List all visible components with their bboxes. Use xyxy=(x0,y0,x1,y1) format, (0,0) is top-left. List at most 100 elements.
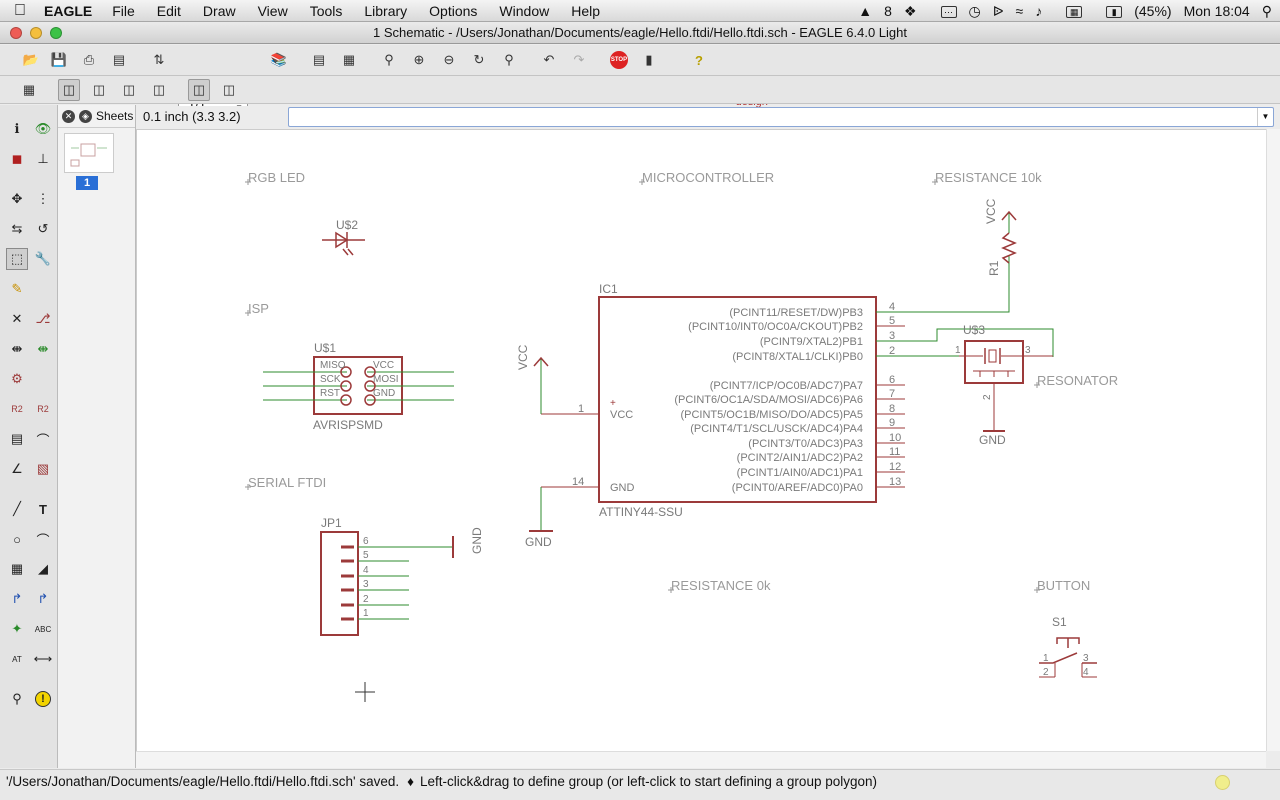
menu-tools[interactable]: Tools xyxy=(309,2,343,19)
rect-icon[interactable]: ▦ xyxy=(10,561,24,576)
arc-icon[interactable]: ⌒ xyxy=(36,532,50,548)
menu-app[interactable]: EAGLE xyxy=(44,2,93,19)
save-icon[interactable]: 💾 xyxy=(50,52,68,67)
rotate-icon[interactable]: ↺ xyxy=(37,221,49,236)
bus-icon[interactable]: ↱ xyxy=(11,591,23,606)
zoom-in-icon[interactable]: ⊕ xyxy=(413,52,425,67)
menu-draw[interactable]: Draw xyxy=(202,2,236,19)
ftdi-header-symbol[interactable]: JP1 GND 6 5 4 3 2 1 xyxy=(320,516,484,636)
clock[interactable]: Mon 18:04 xyxy=(1183,3,1250,19)
paste-icon[interactable]: ✎ xyxy=(11,281,23,296)
zoom-select-icon[interactable]: ⚲ xyxy=(504,52,514,67)
errors-icon[interactable]: ! xyxy=(32,688,54,710)
time-machine-icon[interactable]: ◷ xyxy=(968,2,981,19)
split-icon[interactable]: ∠ xyxy=(11,461,23,476)
cam-processor-icon[interactable]: ▤ xyxy=(112,52,126,67)
command-history-dropdown-icon[interactable]: ▼ xyxy=(1257,108,1273,126)
add-icon[interactable]: ⎇ xyxy=(35,311,51,326)
move-icon[interactable]: ✥ xyxy=(11,191,23,206)
print-icon[interactable]: ⎙ xyxy=(83,52,95,67)
sheet-number-badge[interactable]: 1 xyxy=(76,176,98,190)
layout-option-4-icon[interactable]: ◫ xyxy=(152,82,166,97)
open-icon[interactable]: 📂 xyxy=(22,52,40,67)
help-icon[interactable]: ? xyxy=(695,52,703,68)
polygon-icon[interactable]: ◢ xyxy=(38,561,48,576)
label-icon[interactable]: ABC xyxy=(34,624,52,634)
pinswap-icon[interactable]: ⇼ xyxy=(11,341,23,356)
bluetooth-icon[interactable]: ᐉ xyxy=(992,2,1004,19)
group-mode-2-icon[interactable]: ◫ xyxy=(222,82,236,97)
zoom-fit-icon[interactable]: ⚲ xyxy=(384,52,394,67)
run-ulp-icon[interactable]: ▦ xyxy=(342,52,356,67)
mirror-icon[interactable]: ⇆ xyxy=(11,221,23,236)
resonator-symbol[interactable]: U$3 1 3 2 GND xyxy=(955,323,1053,447)
ic-vcc-supply[interactable]: VCC xyxy=(516,344,549,414)
battery-icon[interactable]: ▮ xyxy=(1094,3,1123,19)
menu-window[interactable]: Window xyxy=(499,2,550,19)
dimension-icon[interactable]: ⟷ xyxy=(33,651,53,666)
use-library-icon[interactable]: 📚 xyxy=(270,52,288,67)
copy-icon[interactable]: ⋮ xyxy=(36,191,50,206)
redo-icon[interactable]: ↷ xyxy=(573,52,585,67)
command-input[interactable] xyxy=(289,108,1229,126)
grid-icon[interactable]: ▦ xyxy=(22,82,36,97)
keyboard-icon[interactable]: ⋯ xyxy=(929,3,957,19)
ic-gnd-supply[interactable]: GND xyxy=(525,487,553,549)
adobe-icon[interactable]: ▲ xyxy=(858,3,873,19)
run-script-icon[interactable]: ▤ xyxy=(312,52,326,67)
circle-icon[interactable]: ○ xyxy=(13,531,21,547)
show-eye-icon[interactable]: 👁 xyxy=(34,121,52,136)
led-symbol[interactable]: U$2 xyxy=(322,218,365,256)
net-icon[interactable]: ↱ xyxy=(37,591,49,606)
sheets-options-icon[interactable]: ◈ xyxy=(79,109,92,123)
mark-icon[interactable]: ⊥ xyxy=(37,151,49,166)
display-layers-icon[interactable]: ◼ xyxy=(11,151,23,166)
menu-help[interactable]: Help xyxy=(571,2,601,19)
dropbox-icon[interactable]: ❖ xyxy=(903,2,917,19)
isp-header-symbol[interactable]: MISO SCK RST VCC MOSI GND U$1 AVRISPSMD xyxy=(263,341,454,432)
smash-icon[interactable]: ▤ xyxy=(10,431,24,446)
apple-menu-icon[interactable]:  xyxy=(0,0,40,22)
go-icon[interactable]: ▮ xyxy=(645,52,653,67)
junction-icon[interactable]: ✦ xyxy=(11,621,23,636)
menu-view[interactable]: View xyxy=(257,2,288,19)
invoke-icon[interactable]: ▧ xyxy=(36,461,50,476)
layout-option-1-icon[interactable]: ◫ xyxy=(58,79,80,101)
change-icon[interactable]: 🔧 xyxy=(34,251,52,266)
erc-icon[interactable]: ⚲ xyxy=(12,691,22,706)
menu-edit[interactable]: Edit xyxy=(156,2,181,19)
name-icon[interactable]: R2 xyxy=(11,404,23,414)
button-s1-symbol[interactable]: S1 1 2 3 4 xyxy=(1039,615,1097,678)
redraw-icon[interactable]: ↻ xyxy=(473,52,485,67)
zoom-out-icon[interactable]: ⊖ xyxy=(443,52,455,67)
wifi-icon[interactable]: ≈ xyxy=(1015,3,1024,19)
undo-icon[interactable]: ↶ xyxy=(543,52,555,67)
miter-icon[interactable]: ⌒ xyxy=(36,432,50,448)
layout-option-3-icon[interactable]: ◫ xyxy=(122,82,136,97)
group-mode-1-icon[interactable]: ◫ xyxy=(188,79,210,101)
sheet-swap-icon[interactable]: ⇅ xyxy=(153,52,165,67)
menu-file[interactable]: File xyxy=(112,2,135,19)
command-line[interactable]: ▼ xyxy=(288,107,1274,127)
volume-icon[interactable]: ♪ xyxy=(1035,3,1043,19)
wire-icon[interactable]: ╱ xyxy=(13,501,21,516)
spotlight-icon[interactable]: ⚲ xyxy=(1261,2,1272,19)
text-icon[interactable]: T xyxy=(39,501,47,517)
stop-button[interactable]: STOP xyxy=(608,49,630,71)
input-source-icon[interactable]: ▦ xyxy=(1054,3,1083,19)
value-icon[interactable]: R2 xyxy=(37,404,49,414)
menu-library[interactable]: Library xyxy=(364,2,408,19)
replace-icon[interactable]: ⚙ xyxy=(11,371,23,386)
info-icon[interactable]: ℹ xyxy=(14,121,20,136)
menu-options[interactable]: Options xyxy=(429,2,478,19)
resistor-r1-symbol[interactable]: VCC R1 xyxy=(984,198,1017,312)
close-sheets-icon[interactable]: ✕ xyxy=(62,109,75,123)
layout-option-2-icon[interactable]: ◫ xyxy=(92,82,106,97)
zoom-window-button[interactable] xyxy=(50,27,62,39)
delete-icon[interactable]: ✕ xyxy=(11,311,23,326)
group-icon[interactable]: ⬚ xyxy=(6,248,28,270)
attribute-icon[interactable]: AT xyxy=(12,654,22,664)
sheet-thumbnail[interactable] xyxy=(64,133,114,173)
horizontal-scrollbar[interactable] xyxy=(136,751,1266,768)
schematic-drawing[interactable]: RGB LED MICROCONTROLLER RESISTANCE 10k I… xyxy=(137,130,1267,752)
